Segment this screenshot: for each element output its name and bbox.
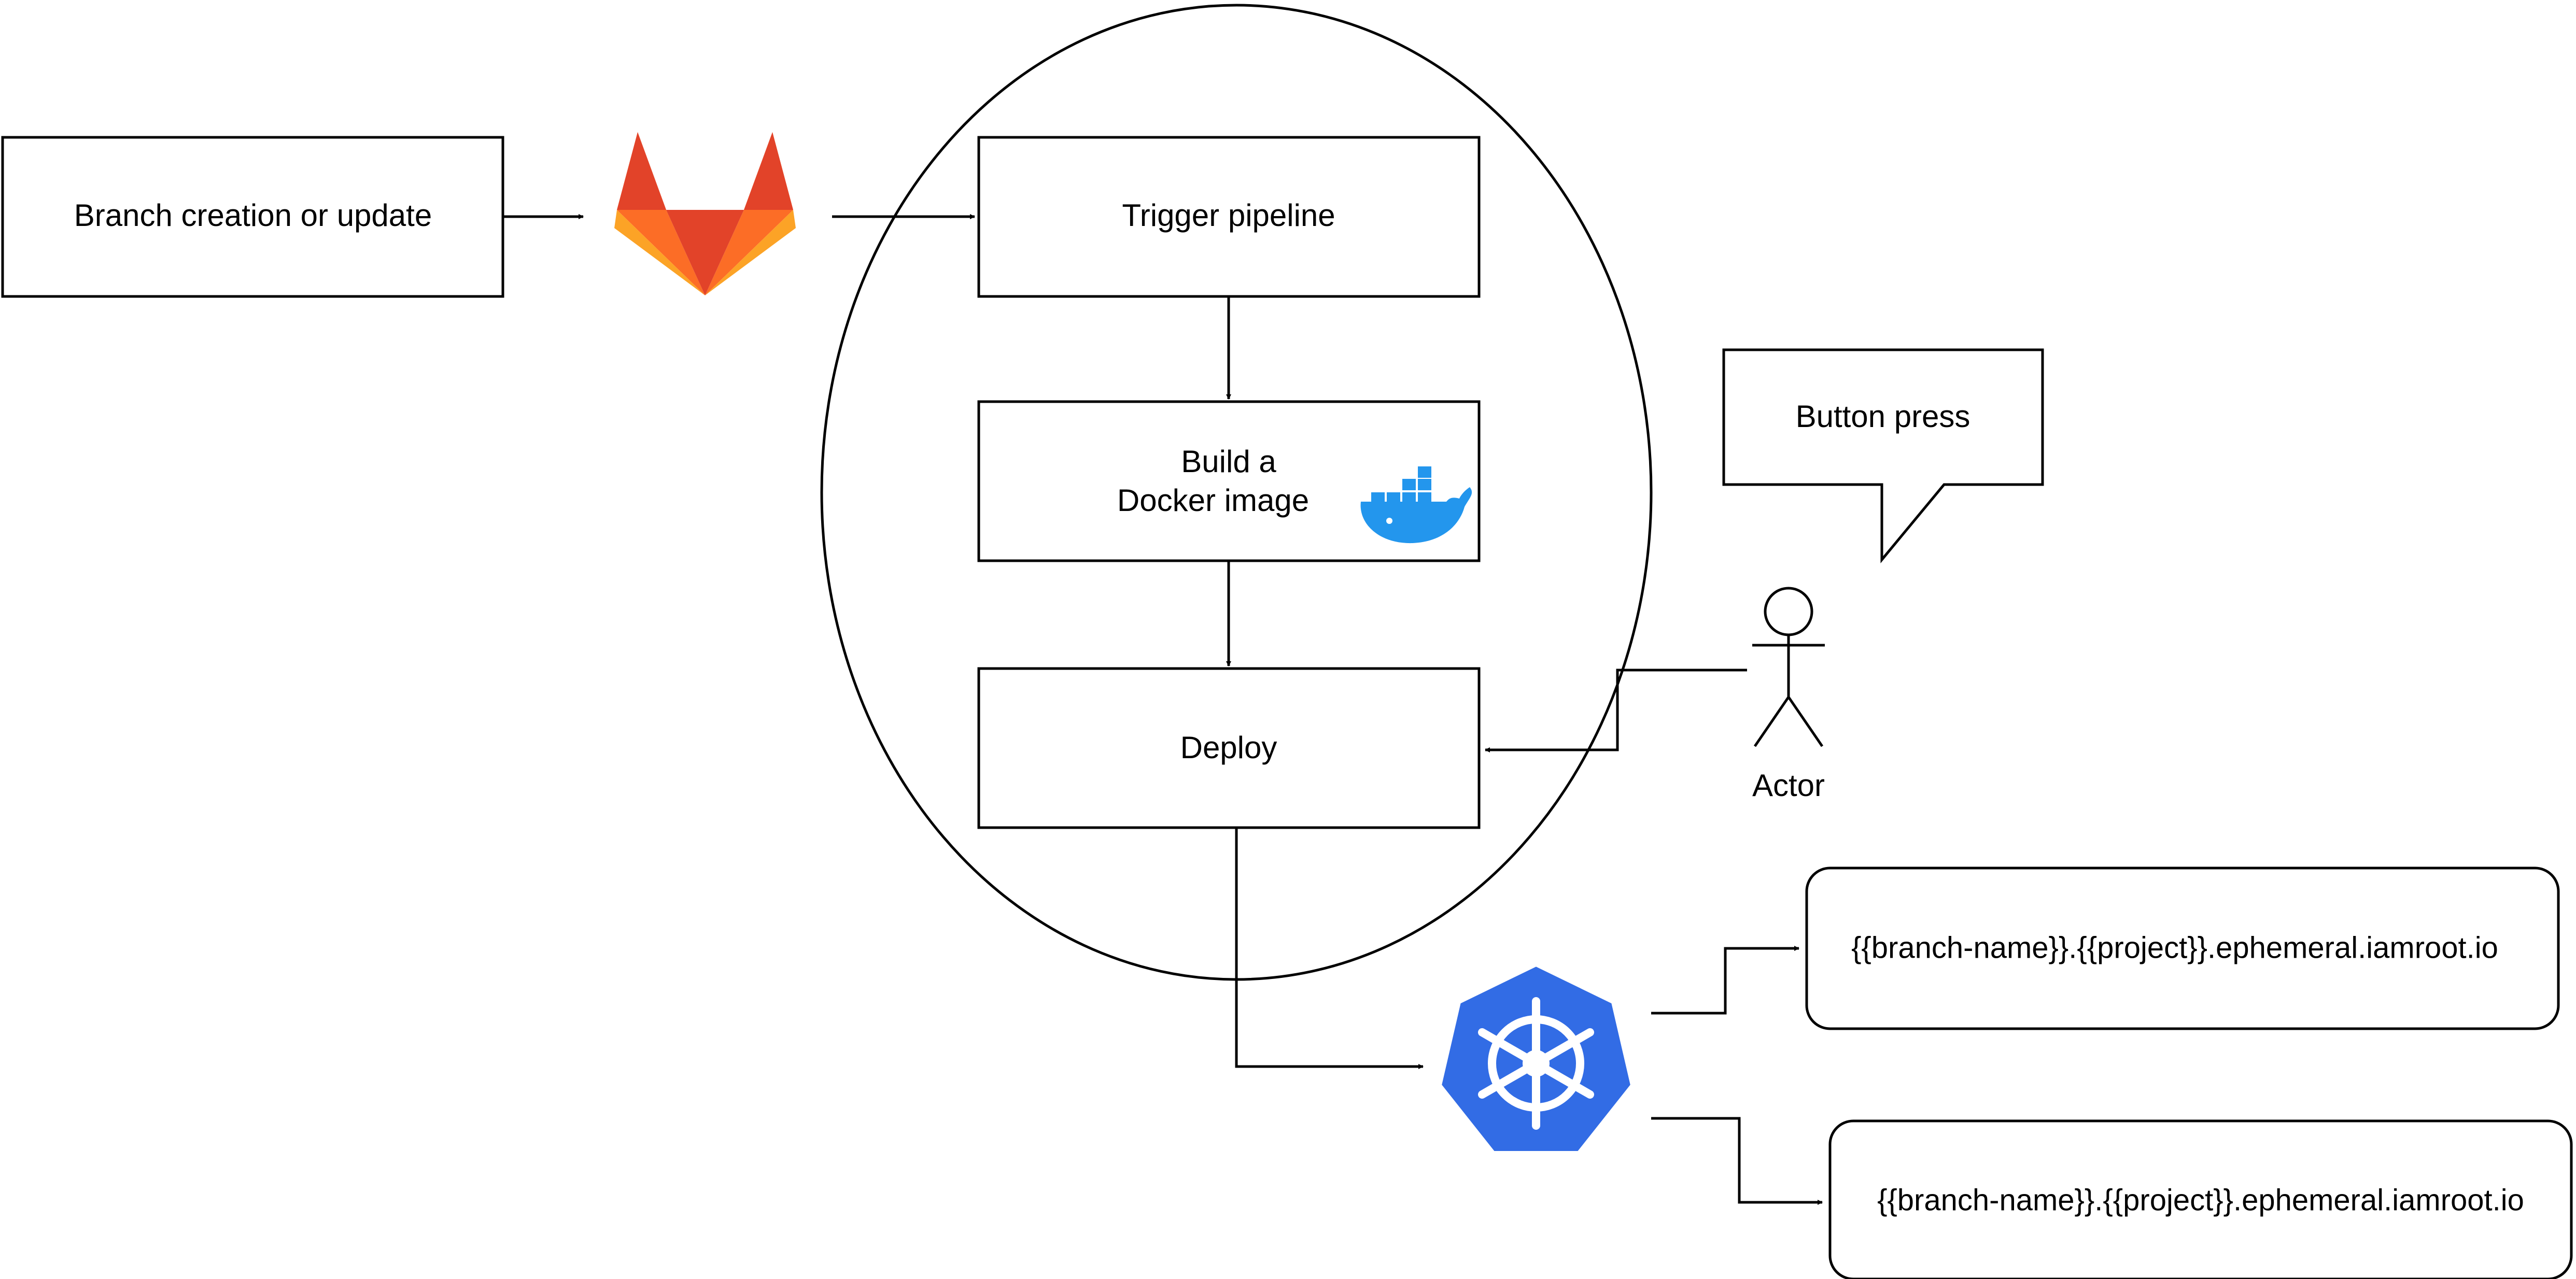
docker-icon	[1360, 466, 1472, 544]
arrow-actor-to-deploy	[1485, 669, 1747, 752]
branch-update-label: Branch creation or update	[74, 198, 432, 233]
kubernetes-icon	[1439, 963, 1634, 1154]
url-node-1[interactable]: {{branch-name}}.{{project}}.ephemeral.ia…	[1805, 866, 2560, 1030]
deploy-label: Deploy	[1180, 730, 1277, 765]
stick-figure-icon	[1752, 587, 1825, 747]
url-label-2: {{branch-name}}.{{project}}.ephemeral.ia…	[1877, 1183, 2524, 1217]
deploy-node[interactable]: Deploy	[977, 667, 1481, 829]
gitlab-icon	[614, 132, 796, 295]
build-label-line2: Docker image	[1117, 483, 1309, 518]
arrow-deploy-to-kubernetes	[1235, 828, 1424, 1069]
branch-update-node[interactable]: Branch creation or update	[1, 136, 504, 298]
actor-label: Actor	[1752, 768, 1825, 803]
trigger-pipeline-label: Trigger pipeline	[1122, 198, 1335, 233]
arrow-kubernetes-to-url2	[1651, 1117, 1823, 1205]
trigger-pipeline-node[interactable]: Trigger pipeline	[977, 136, 1481, 298]
button-press-callout[interactable]: Button press	[1722, 348, 2044, 563]
url-label-1: {{branch-name}}.{{project}}.ephemeral.ia…	[1851, 931, 2498, 964]
build-docker-node[interactable]: Build a Docker image	[977, 400, 1481, 562]
build-label-line1: Build a	[1181, 444, 1276, 479]
url-node-2[interactable]: {{branch-name}}.{{project}}.ephemeral.ia…	[1828, 1119, 2573, 1279]
arrow-kubernetes-to-url1	[1651, 946, 1799, 1015]
actor-figure[interactable]: Actor	[1752, 587, 1825, 803]
button-press-label: Button press	[1796, 399, 1970, 434]
